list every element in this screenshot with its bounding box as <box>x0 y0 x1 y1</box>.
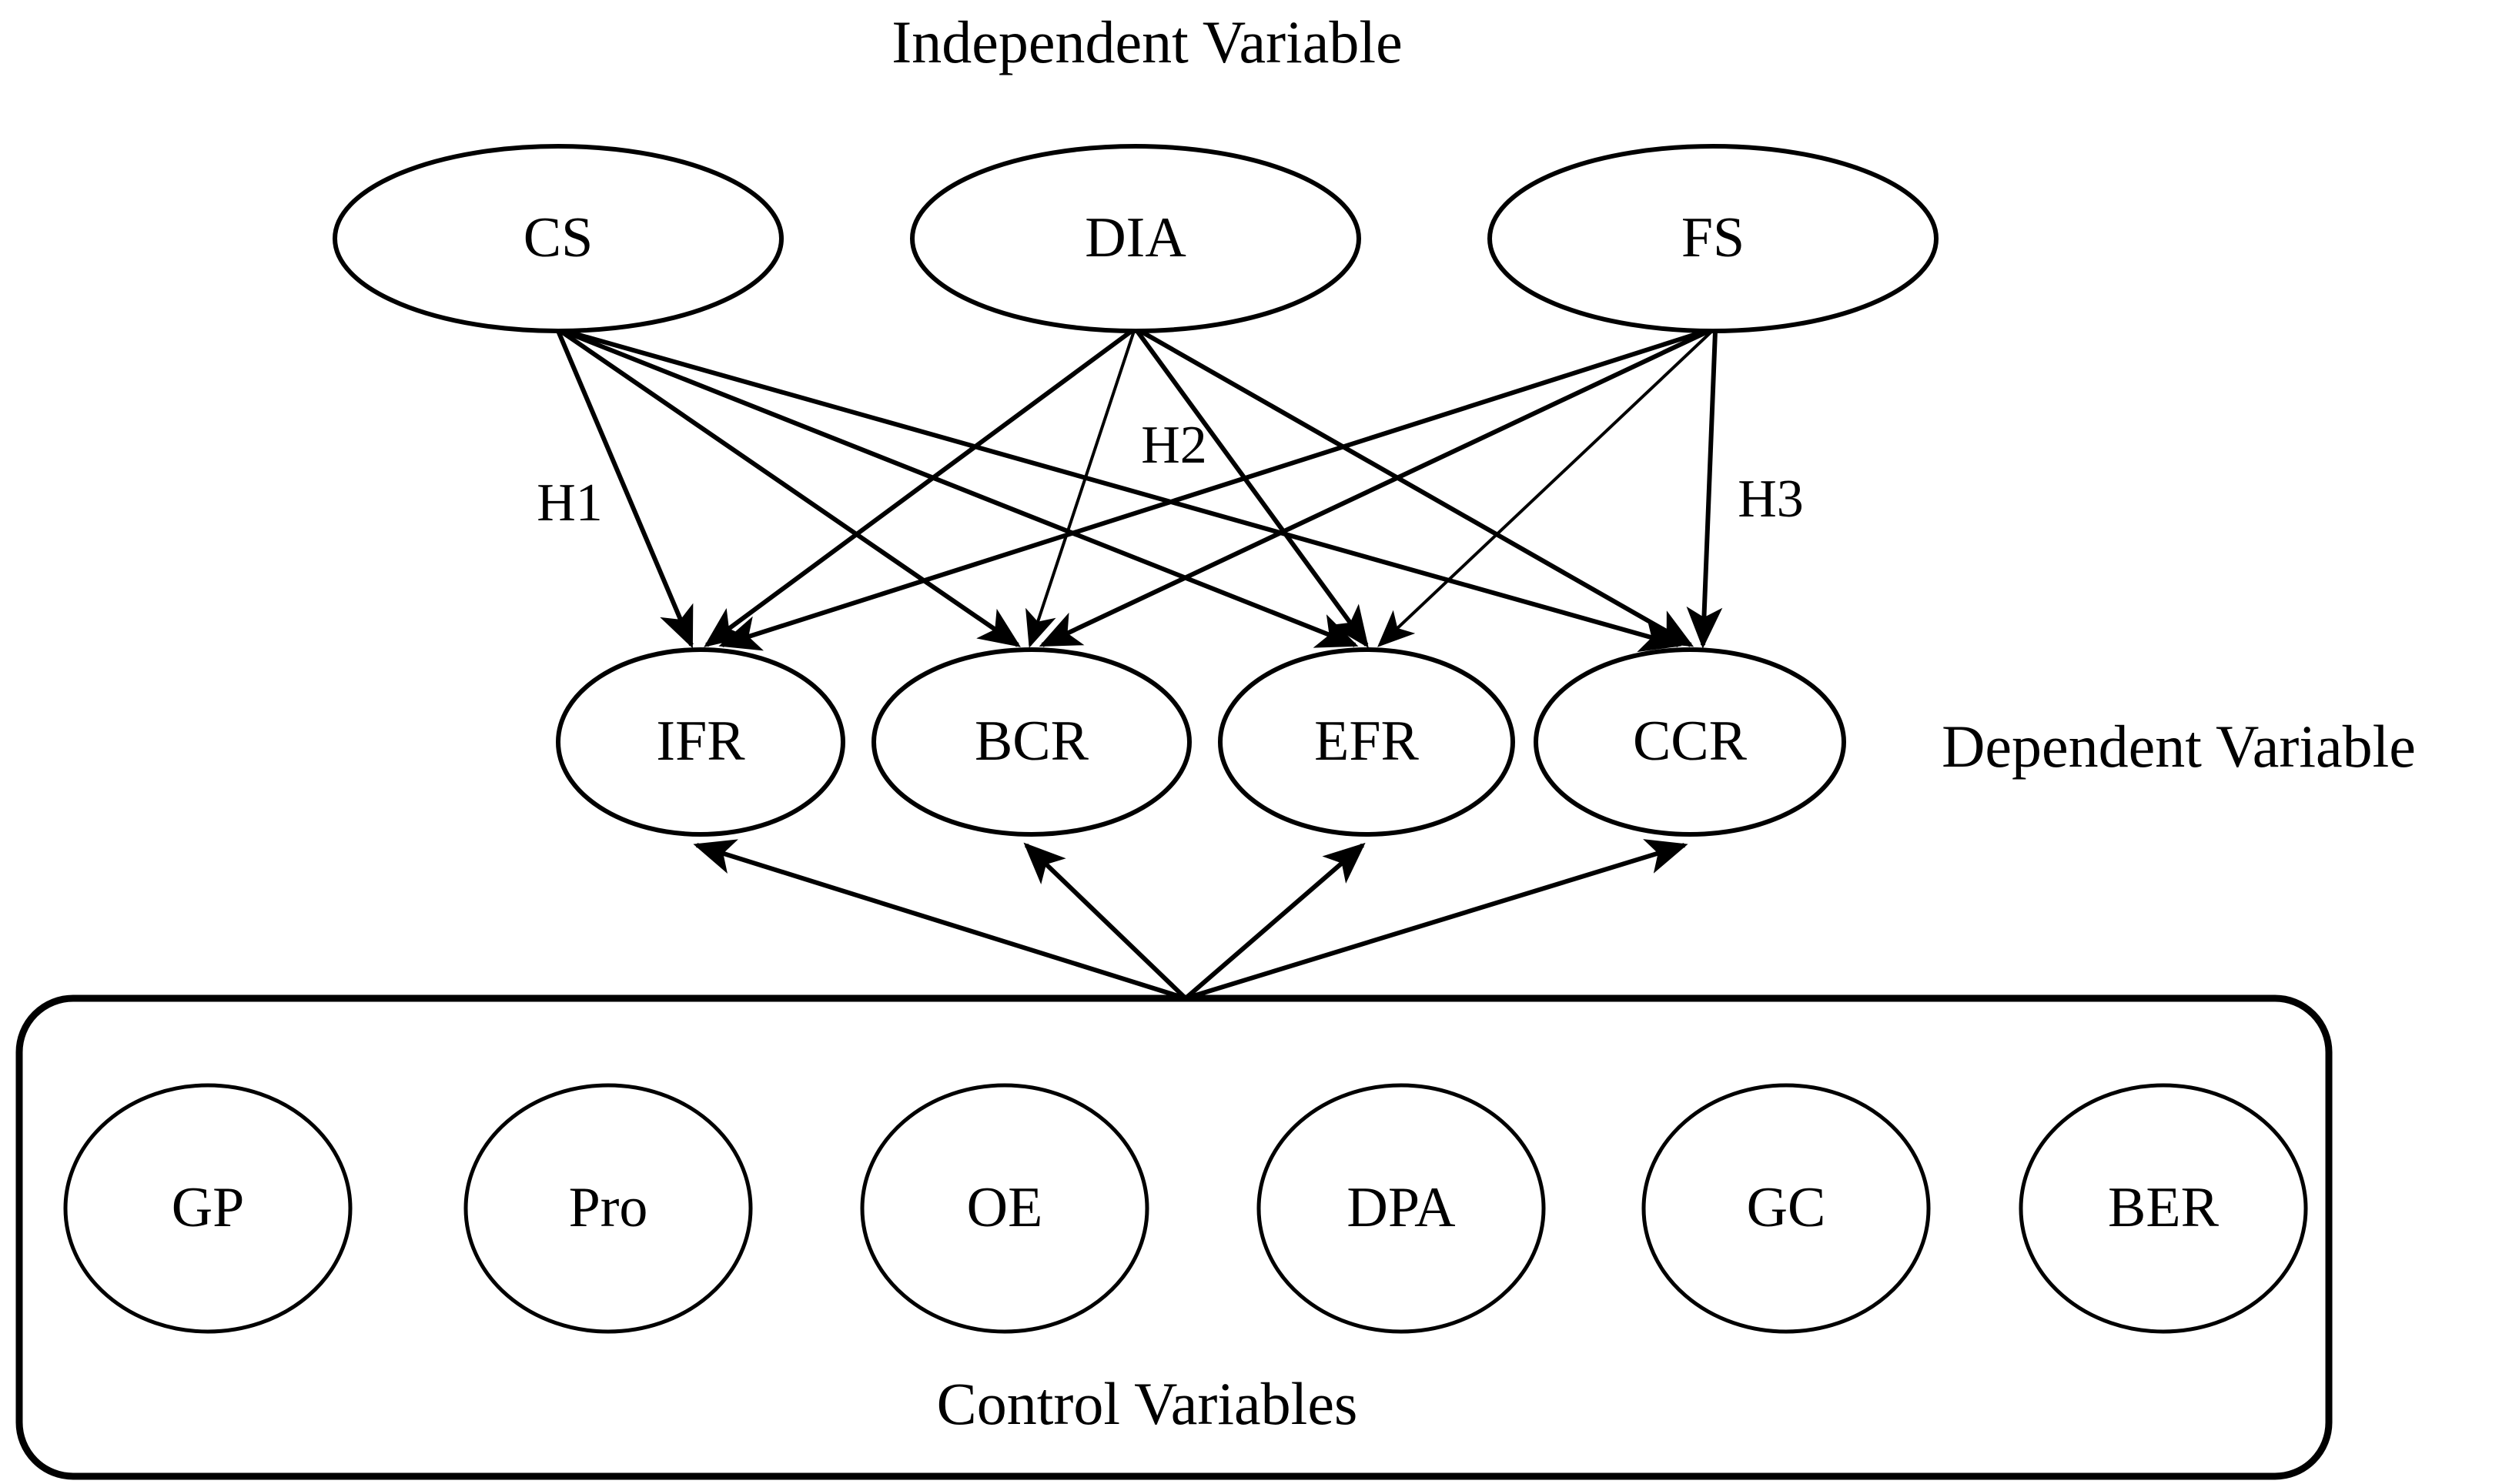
node-dpa[interactable]: DPA <box>1256 1083 1546 1334</box>
node-ber-label: BER <box>2108 1176 2220 1239</box>
node-pro-label: Pro <box>569 1176 648 1239</box>
node-dia[interactable]: DIA <box>910 144 1361 333</box>
node-ifr[interactable]: IFR <box>556 647 845 837</box>
node-ifr-label: IFR <box>656 710 745 773</box>
node-gp[interactable]: GP <box>63 1083 353 1334</box>
control-variable-group: GP Pro OE DPA GC BER <box>63 1083 2308 1334</box>
node-ber[interactable]: BER <box>2019 1083 2308 1334</box>
node-efr[interactable]: EFR <box>1218 647 1515 837</box>
node-cs-label: CS <box>524 206 594 269</box>
independent-variable-group: CS DIA FS <box>333 144 1939 333</box>
edge-control-to-ifr <box>693 839 1186 1001</box>
edge-dia-to-ccr <box>1139 329 1694 647</box>
node-gp-label: GP <box>172 1176 245 1239</box>
node-fs[interactable]: FS <box>1487 144 1939 333</box>
node-ccr-ellipse[interactable] <box>1534 647 1846 837</box>
node-ccr-label: CCR <box>1633 710 1748 773</box>
node-oe[interactable]: OE <box>860 1083 1149 1334</box>
edge-dia-to-ifr <box>704 329 1133 647</box>
node-oe-ellipse[interactable] <box>860 1083 1149 1334</box>
node-dpa-ellipse[interactable] <box>1256 1083 1546 1334</box>
hypothesis-label-h1: H1 <box>537 473 603 533</box>
node-ber-ellipse[interactable] <box>2019 1083 2308 1334</box>
independent-variable-title: Independent Variable <box>892 8 1402 75</box>
edge-dia-to-bcr <box>1025 330 1136 648</box>
node-efr-label: EFR <box>1314 710 1419 773</box>
dependent-variable-group: IFR BCR EFR CCR <box>556 647 1846 837</box>
edge-cs-to-ccr <box>564 329 1682 653</box>
node-pro-ellipse[interactable] <box>463 1083 753 1334</box>
edge-control-to-ccr <box>1185 839 1688 1001</box>
edge-control-to-bcr <box>1023 842 1188 1001</box>
node-dpa-label: DPA <box>1346 1176 1455 1239</box>
edge-cs-to-bcr <box>559 329 1021 647</box>
control-variables-title: Control Variables <box>937 1370 1358 1437</box>
node-fs-label: FS <box>1681 206 1745 269</box>
edge-fs-to-ccr <box>1686 330 1723 649</box>
edge-control-to-efr <box>1184 842 1366 1001</box>
node-gc-ellipse[interactable] <box>1641 1083 1931 1334</box>
node-cs[interactable]: CS <box>333 144 784 333</box>
node-fs-ellipse[interactable] <box>1487 144 1939 333</box>
node-dia-label: DIA <box>1085 206 1186 269</box>
hypothesis-label-h3: H3 <box>1738 470 1804 529</box>
node-bcr[interactable]: BCR <box>871 647 1192 837</box>
hypothesis-labels-group: H1 H2 H3 <box>537 416 1804 533</box>
edge-cs-to-efr <box>561 329 1359 648</box>
edge-dia-to-efr <box>1135 329 1369 648</box>
edge-fs-to-ifr <box>718 329 1707 651</box>
edge-fs-to-efr <box>1377 329 1714 647</box>
node-pro[interactable]: Pro <box>463 1083 753 1334</box>
node-ccr[interactable]: CCR <box>1534 647 1846 837</box>
node-gp-ellipse[interactable] <box>63 1083 353 1334</box>
edge-fs-to-bcr <box>1039 329 1711 647</box>
node-gc-label: GC <box>1747 1176 1826 1239</box>
node-bcr-ellipse[interactable] <box>871 647 1192 837</box>
dependent-variable-title: Dependent Variable <box>1942 713 2416 780</box>
node-efr-ellipse[interactable] <box>1218 647 1515 837</box>
edge-cs-to-ifr <box>556 329 694 649</box>
node-dia-ellipse[interactable] <box>910 144 1361 333</box>
hypothesis-label-h2: H2 <box>1141 416 1207 475</box>
node-bcr-label: BCR <box>975 710 1089 773</box>
node-oe-label: OE <box>967 1176 1043 1239</box>
edges-independent-to-dependent <box>556 329 1723 653</box>
edges-control-to-dependent <box>693 839 1688 1001</box>
node-cs-ellipse[interactable] <box>333 144 784 333</box>
node-gc[interactable]: GC <box>1641 1083 1931 1334</box>
node-ifr-ellipse[interactable] <box>556 647 845 837</box>
